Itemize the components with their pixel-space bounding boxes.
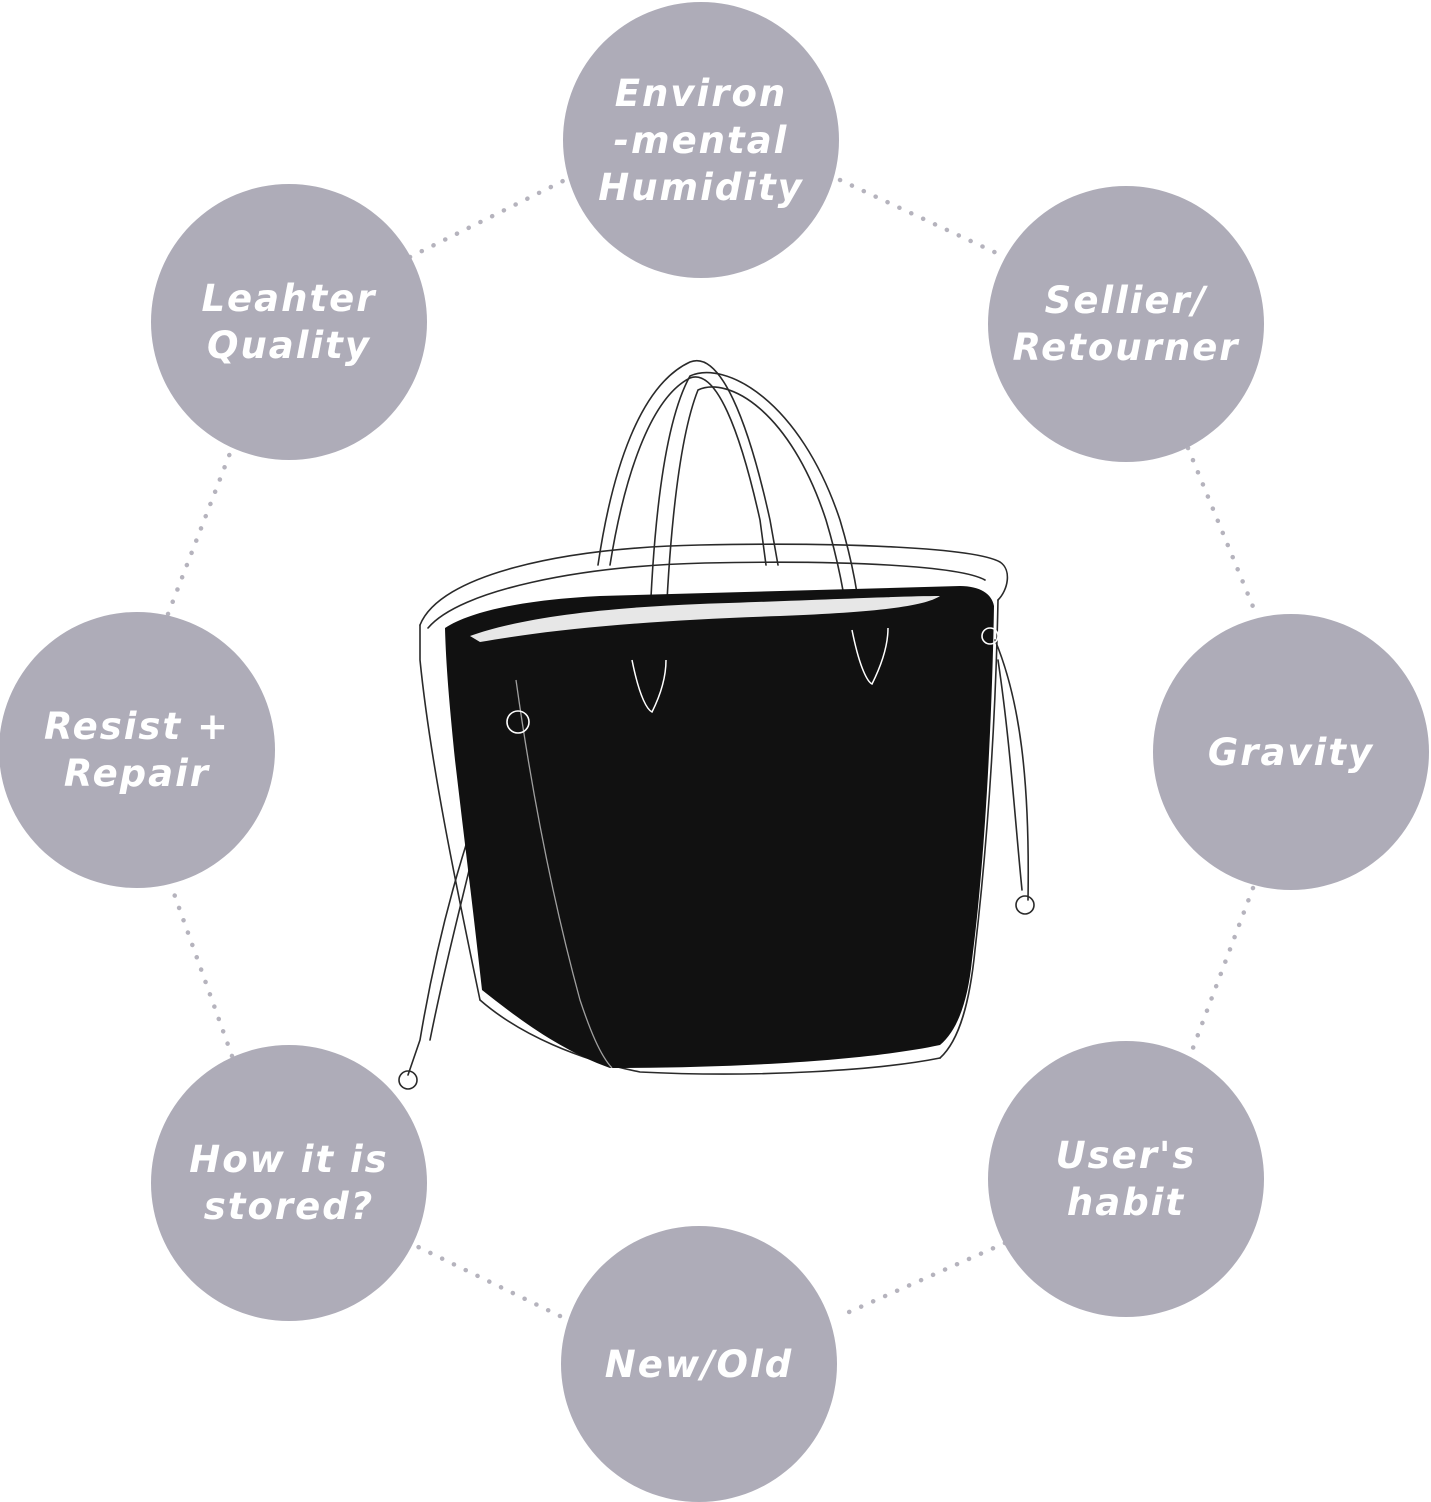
bag-handle-back (597, 359, 779, 566)
connector-habit-newold (837, 1240, 1008, 1319)
factor-label-how-stored: How it is stored? (189, 1138, 389, 1228)
bag-handle-back-inner (609, 376, 767, 566)
connector-newold-stored (407, 1240, 563, 1319)
factor-circle-seller-returner: Sellier/ Retourner (988, 186, 1264, 462)
factor-label-gravity: Gravity (1207, 730, 1375, 774)
connector-gravity-habit (1187, 885, 1256, 1059)
factor-label-resist-repair: Resist + Repair (43, 705, 231, 795)
connector-seller-gravity (1185, 445, 1259, 617)
bag-shell-left (419, 624, 481, 1001)
bag-handle-front-inner (663, 386, 851, 691)
factor-circle-resist-repair: Resist + Repair (0, 612, 275, 888)
bag-shell-right (939, 599, 999, 1059)
bag-organizer-insert (445, 586, 994, 1068)
bag-shell-rim (419, 543, 1009, 626)
bag-handle-tab-left (631, 659, 667, 714)
bag-handle-tab-right (851, 627, 889, 686)
connector-leather-humidity (407, 177, 568, 260)
factor-label-users-habit: User's habit (1055, 1134, 1197, 1224)
factor-circle-how-stored: How it is stored? (151, 1045, 427, 1321)
factor-circle-new-old: New/Old (561, 1226, 837, 1502)
drawstring-right (994, 639, 1030, 901)
factor-circle-leather-quality: Leahter Quality (151, 184, 427, 460)
factor-circle-gravity: Gravity (1153, 614, 1429, 890)
factor-label-environmental-humidity: Environ -mental Humidity (598, 71, 804, 209)
bag-eyelet-left (506, 710, 530, 734)
factor-label-seller-returner: Sellier/ Retourner (1012, 279, 1240, 369)
drawstring-right-2 (997, 659, 1023, 891)
bag-shell-bottom (479, 999, 941, 1075)
drawstring-toggle-left (398, 1070, 418, 1090)
factor-circle-users-habit: User's habit (988, 1041, 1264, 1317)
bag-shell-rim-inner (427, 561, 986, 629)
drawstring-toggle-right (1015, 895, 1035, 915)
factor-circle-environmental-humidity: Environ -mental Humidity (563, 2, 839, 278)
bag-eyelet-right (981, 627, 999, 645)
bag-insert-side-seam (515, 679, 613, 1069)
factor-label-new-old: New/Old (604, 1342, 794, 1386)
bag-insert-top-panel (470, 596, 940, 642)
factor-label-leather-quality: Leahter Quality (201, 277, 377, 367)
connector-humidity-seller (837, 177, 1008, 260)
